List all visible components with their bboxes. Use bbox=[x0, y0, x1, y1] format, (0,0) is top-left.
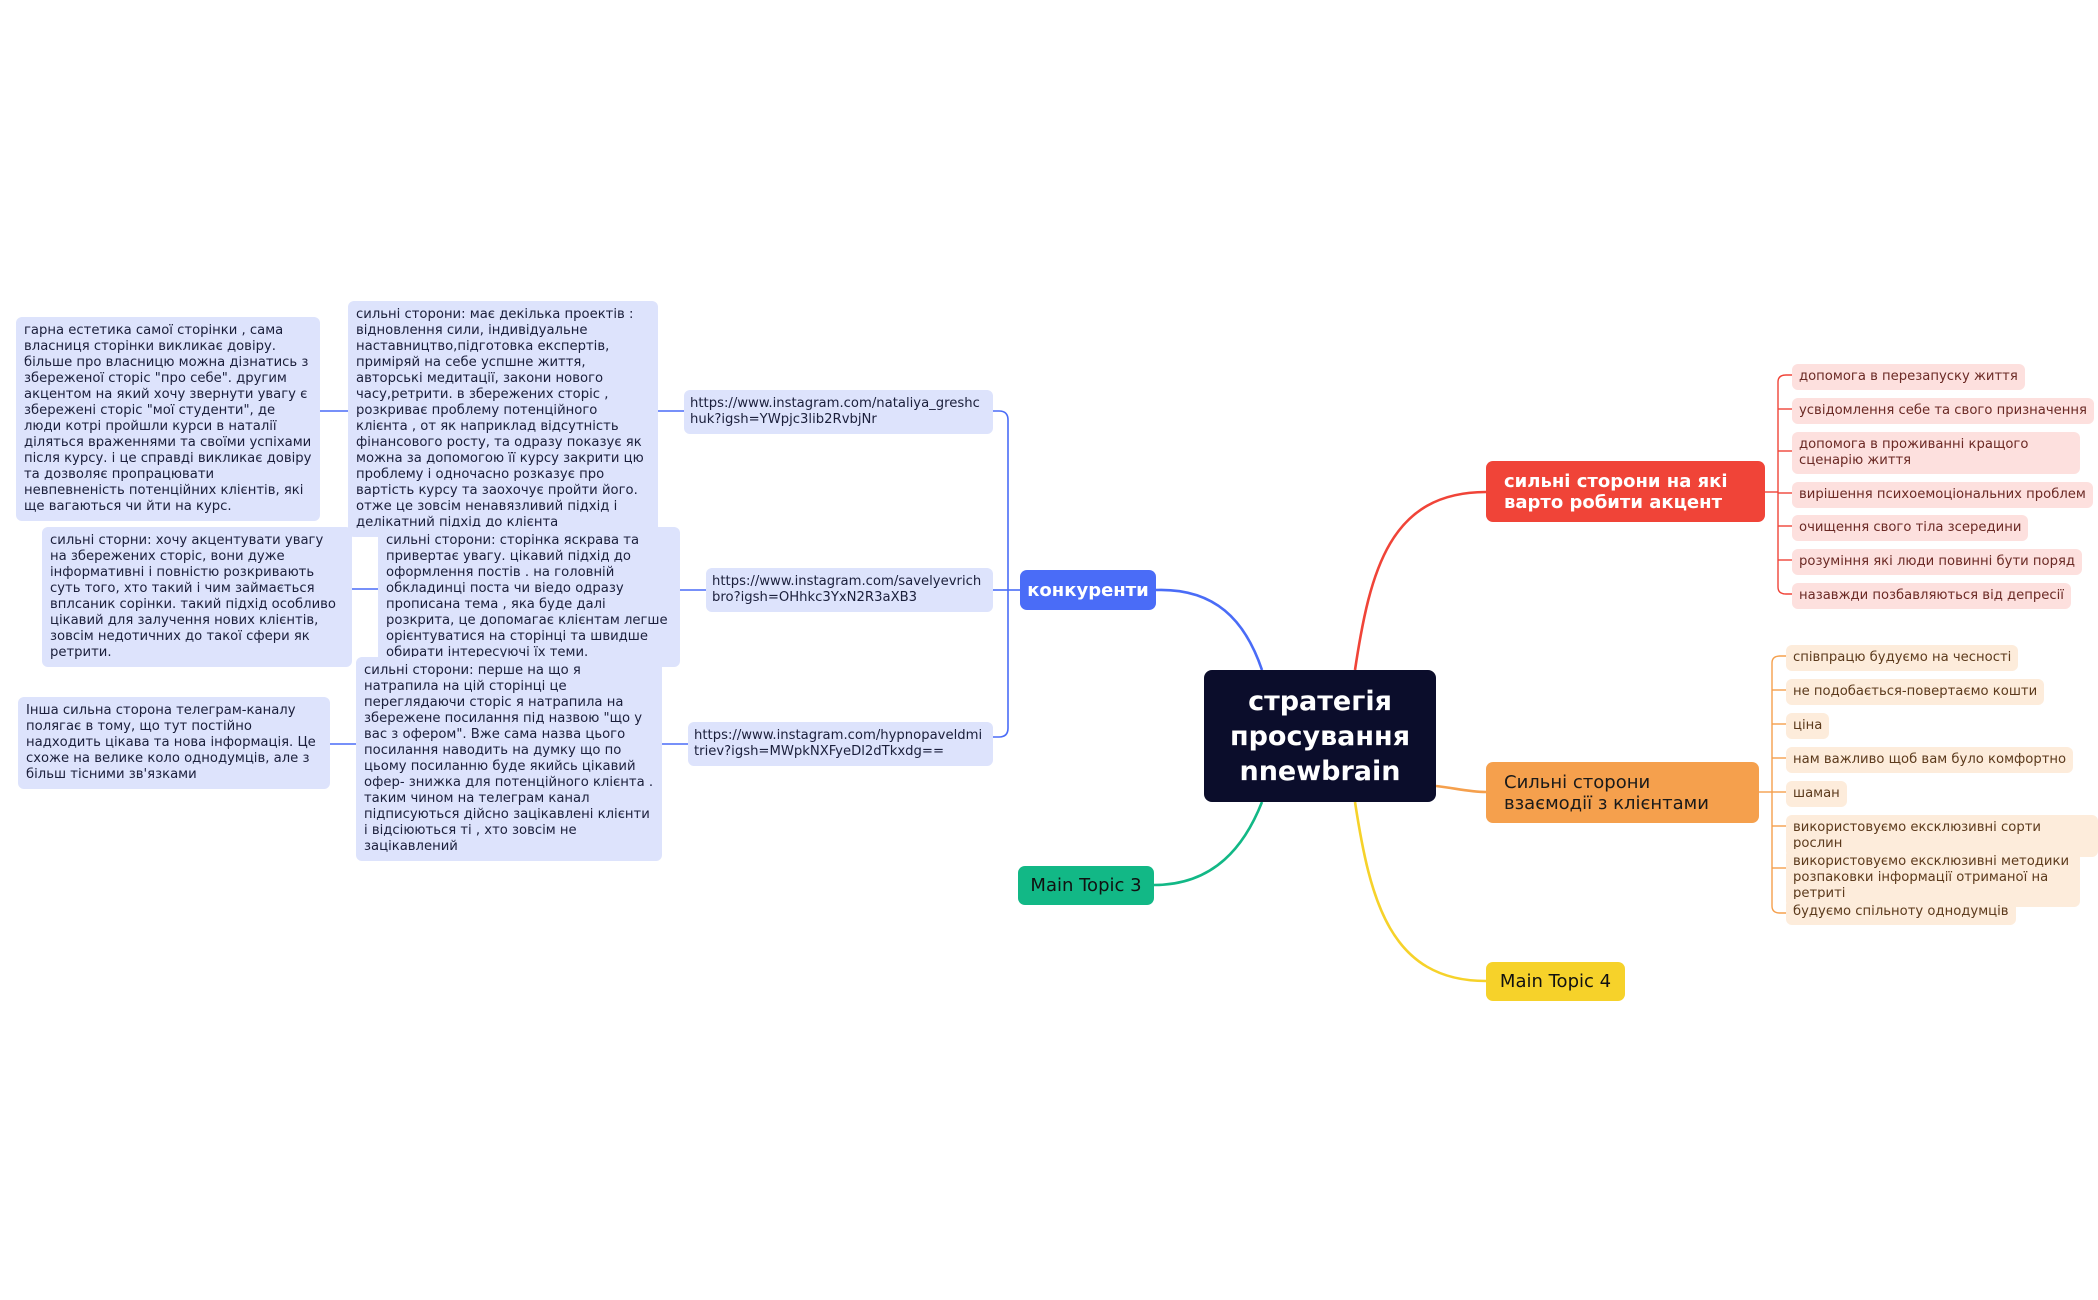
link-clients bbox=[1435, 784, 1487, 794]
strength-item[interactable]: назавжди позбавляються від депресії bbox=[1792, 583, 2071, 609]
competitor-url-1[interactable]: https://www.instagram.com/nataliya_gresh… bbox=[684, 390, 993, 434]
strength-item[interactable]: вирішення психоемоціональних проблем bbox=[1792, 482, 2093, 508]
client-item[interactable]: будуємо спільноту однодумців bbox=[1786, 899, 2016, 925]
link-topic4 bbox=[1353, 801, 1487, 983]
topic-main-4[interactable]: Main Topic 4 bbox=[1486, 962, 1625, 1001]
topic-main-3[interactable]: Main Topic 3 bbox=[1018, 866, 1154, 905]
strength-item[interactable]: усвідомлення себе та свого призначення bbox=[1792, 398, 2094, 424]
strength-item[interactable]: допомога в перезапуску життя bbox=[1792, 364, 2025, 390]
topic-client-interaction[interactable]: Сильні сторони взаємодії з клієнтами bbox=[1486, 762, 1759, 823]
topic-strengths-focus[interactable]: сильні сторони на які варто робити акцен… bbox=[1486, 461, 1765, 522]
competitor-url-2[interactable]: https://www.instagram.com/savelyevrichbr… bbox=[706, 568, 993, 612]
client-item[interactable]: ціна bbox=[1786, 713, 1830, 739]
client-item[interactable]: співпрацю будуємо на чесності bbox=[1786, 645, 2019, 671]
client-item[interactable]: шаман bbox=[1786, 781, 1847, 807]
competitor-detail-1[interactable]: сильні сторони: має декілька проектів : … bbox=[348, 301, 658, 537]
strength-item[interactable]: очищення свого тіла зсередини bbox=[1792, 515, 2029, 541]
strength-item[interactable]: розуміння які люди повинні бути поряд bbox=[1792, 549, 2083, 575]
central-topic[interactable]: стратегія просування nnewbrain bbox=[1204, 670, 1436, 802]
competitor-detail-3[interactable]: сильні сторони: перше на що я натрапила … bbox=[356, 657, 662, 861]
competitor-detail-2[interactable]: сильні сторони: сторінка яскрава та прив… bbox=[378, 527, 680, 667]
client-item[interactable]: не подобається-повертаємо кошти bbox=[1786, 679, 2045, 705]
link-strengths bbox=[1353, 490, 1487, 671]
competitor-url-3[interactable]: https://www.instagram.com/hypnopaveldmit… bbox=[688, 722, 993, 766]
strength-item[interactable]: допомога в проживанні кращого сценарію ж… bbox=[1792, 432, 2080, 474]
topic-competitors[interactable]: конкуренти bbox=[1020, 570, 1156, 610]
competitor-extra-2[interactable]: сильні сторни: хочу акцентувати увагу на… bbox=[42, 527, 352, 667]
client-item[interactable]: використовуємо ексклюзивні методики розп… bbox=[1786, 849, 2080, 907]
link-competitors bbox=[1155, 588, 1264, 671]
competitor-extra-1[interactable]: гарна естетика самої сторінки , сама вла… bbox=[16, 317, 320, 521]
competitor-extra-3[interactable]: Інша сильна сторона телеграм-каналу поля… bbox=[18, 697, 330, 789]
client-item[interactable]: нам важливо щоб вам було комфортно bbox=[1786, 747, 2074, 773]
link-topic3 bbox=[1153, 801, 1264, 887]
